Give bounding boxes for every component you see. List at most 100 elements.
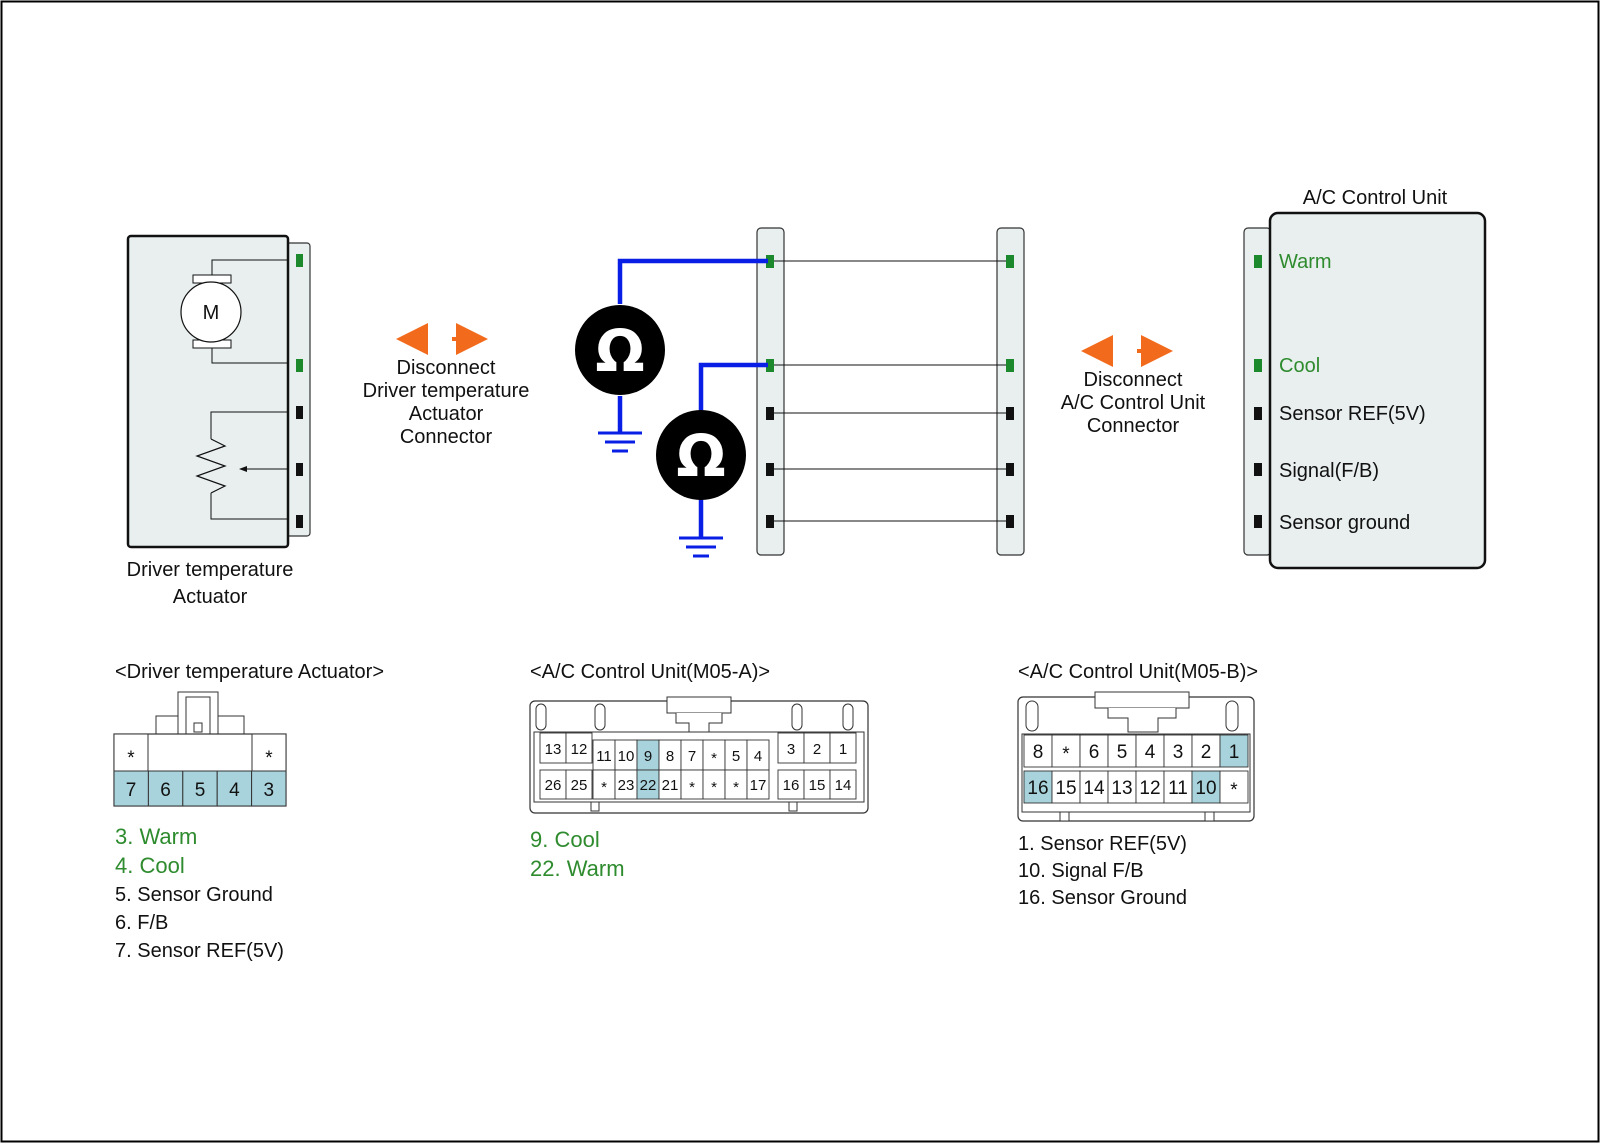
m05a-pin-3: 3 [787,741,795,758]
control-unit-pin-ref [1254,407,1262,420]
actuator-pin-warm [296,254,303,267]
m05b-pin-1: 1 [1229,742,1240,763]
connector-actuator-view: <Driver temperature Actuator> * * 7 6 5 … [113,661,384,962]
disconnect-left: Disconnect Driver temperature Actuator C… [363,323,529,448]
connector-m05a-title: <A/C Control Unit(M05-A)> [530,661,770,683]
connector-m05b-title: <A/C Control Unit(M05-B)> [1018,661,1258,683]
control-unit-label-warm: Warm [1279,251,1332,273]
m05b-pin-grid: 8 * 6 5 4 3 2 1 16 15 14 13 12 11 10 * [1023,734,1249,804]
actuator-pin-top-left: * [127,748,135,769]
actuator-pin-4: 4 [229,780,240,801]
harness-left-pin-ref [766,407,774,420]
actuator-connector-strip [285,242,311,537]
m05a-pin-4: 4 [754,748,762,765]
actuator-pin-3: 3 [264,780,275,801]
actuator-pin-cool [296,359,303,372]
control-unit-pin-ground [1254,515,1262,528]
harness-left-pin-signal [766,463,774,476]
actuator-pin-5: 5 [195,780,206,801]
harness-connector-left [756,227,785,556]
connector-m05b-view: <A/C Control Unit(M05-B)> 8 * 6 [1017,661,1258,909]
m05a-pin-grid: 13 12 11 10 9 8 7 * 5 4 3 2 1 26 25 * 23… [539,732,857,800]
disconnect-right-line1: Disconnect [1084,369,1183,391]
m05a-pin-15: 15 [809,777,826,794]
connector-m05a-view: <A/C Control Unit(M05-A)> [529,661,869,881]
control-unit-body [1268,211,1487,570]
harness-right-pin-warm [1006,255,1014,268]
disconnect-left-line3: Actuator [409,403,484,425]
m05b-pin-5: 5 [1117,742,1128,763]
harness-left-pin-warm [766,255,774,268]
actuator-pin-ground [296,515,303,528]
actuator-legend-item5: 7. Sensor REF(5V) [115,940,284,962]
potentiometer-icon [195,411,288,520]
control-unit-connector-strip [1243,227,1272,556]
m05a-pin-14: 14 [835,777,852,794]
m05b-pin-12: 12 [1139,778,1160,799]
m05a-pin-23: 23 [618,777,635,794]
m05a-pin-10: 10 [618,748,635,765]
harness-right-pin-cool [1006,359,1014,372]
m05a-pin-8: 8 [666,748,674,765]
control-unit-title: A/C Control Unit [1303,187,1448,209]
m05a-pin-2: 2 [813,741,821,758]
m05b-pin-13: 13 [1111,778,1132,799]
control-unit-pin-warm [1254,255,1262,268]
harness-right-pin-ref [1006,407,1014,420]
actuator-pin-ref [296,406,303,419]
m05b-pin-16: 16 [1027,778,1048,799]
wiring-harness: Ω Ω [575,227,1025,558]
m05b-pin-6: 6 [1089,742,1100,763]
m05a-pin-13: 13 [545,741,562,758]
m05b-pin-3: 3 [1173,742,1184,763]
ohmmeter-symbol-2: Ω [676,422,725,490]
connector-actuator-title: <Driver temperature Actuator> [115,661,384,683]
m05a-pin-9: 9 [644,748,652,765]
disconnect-right-line3: Connector [1087,415,1180,437]
m05b-legend-item2: 10. Signal F/B [1018,860,1144,882]
actuator-pin-top-right: * [265,748,273,769]
control-unit-pin-signal [1254,463,1262,476]
control-unit-label-signal: Signal(F/B) [1279,460,1379,482]
actuator-caption-line1: Driver temperature [127,559,294,581]
m05a-pin-6: * [711,750,717,767]
harness-right-pin-signal [1006,463,1014,476]
harness-right-pin-ground [1006,515,1014,528]
disconnect-right-line2: A/C Control Unit [1061,392,1206,414]
actuator-pin-signal [296,463,303,476]
m05a-pin-1: 1 [839,741,847,758]
m05a-legend-item2: 22. Warm [530,856,625,881]
disconnect-left-line4: Connector [400,426,493,448]
m05a-pin-21: 21 [662,777,679,794]
m05a-pin-11: 11 [596,748,612,765]
m05b-pin-15: 15 [1055,778,1076,799]
ohmmeter-symbol-1: Ω [595,317,644,385]
probe-wire-cool [698,362,768,412]
disconnect-left-line1: Disconnect [397,357,496,379]
ac-control-unit: A/C Control Unit Warm Cool Sensor REF(5V… [1243,187,1487,570]
m05a-pin-26: 26 [545,777,562,794]
ohm-symbol-icon: Ω [575,305,665,395]
actuator-pin-6: 6 [160,780,171,801]
m05b-legend-item1: 1. Sensor REF(5V) [1018,833,1187,855]
m05b-pin-8: 8 [1033,742,1044,763]
harness-connector-right [996,227,1025,556]
m05a-pin-5: 5 [732,748,740,765]
actuator-pin-7: 7 [126,780,137,801]
m05b-pin-11: 11 [1168,778,1188,799]
m05b-pin-10: 10 [1195,778,1216,799]
actuator-legend-item3: 5. Sensor Ground [115,884,273,906]
actuator-legend-item2: 4. Cool [115,853,185,878]
disconnect-right: Disconnect A/C Control Unit Connector [1061,335,1206,437]
m05a-pin-7: 7 [688,748,696,765]
control-unit-pin-cool [1254,359,1262,372]
m05a-pin-16: 16 [783,777,800,794]
m05b-pin-4: 4 [1145,742,1156,763]
harness-left-pin-ground [766,515,774,528]
actuator-legend-item4: 6. F/B [115,912,168,934]
ground-symbol-icon [598,431,642,453]
m05b-pin-14: 14 [1083,778,1105,799]
driver-temperature-actuator: M Driver temperature Actuator [127,234,311,608]
m05b-pin-9: * [1230,780,1238,801]
